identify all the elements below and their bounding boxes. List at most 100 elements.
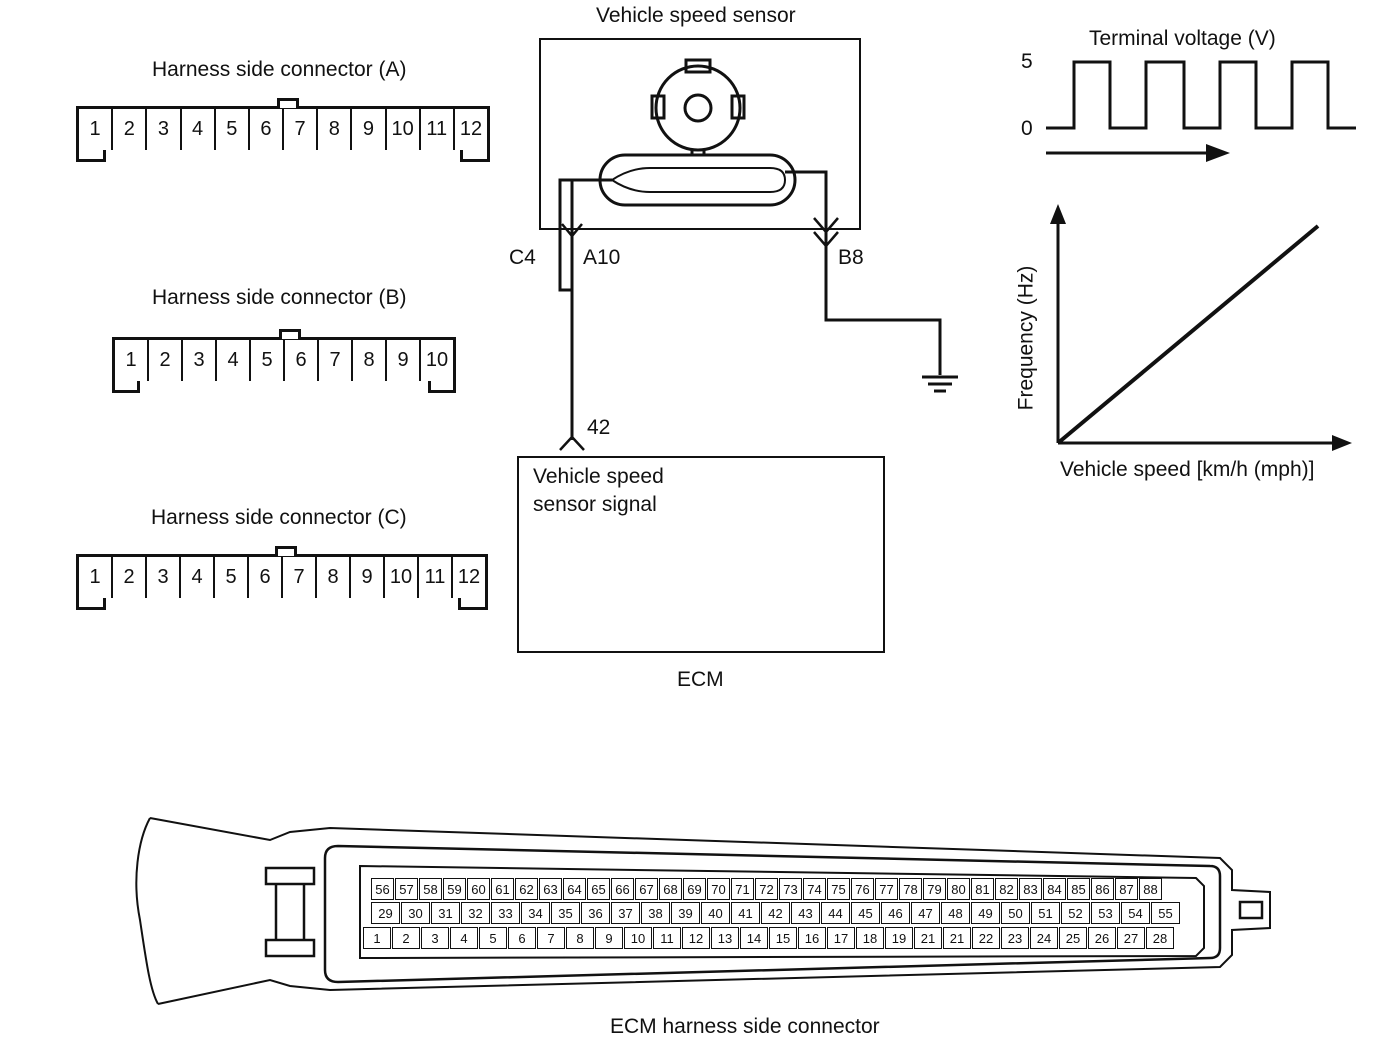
- connector-c-pin: 2: [113, 557, 147, 598]
- ecm-pin: 49: [971, 902, 1000, 924]
- connector-a-pin: 4: [182, 109, 216, 150]
- connector-a-latch: [277, 98, 299, 108]
- ecm-pin: 86: [1091, 878, 1114, 900]
- sensor-title: Vehicle speed sensor: [596, 4, 796, 27]
- sensor-coil-inner: [611, 167, 787, 193]
- ecm-pin: 19: [885, 927, 913, 949]
- waveform-title: Terminal voltage (V): [1089, 27, 1276, 50]
- ecm-pin: 27: [1117, 927, 1145, 949]
- ecm-pin: 74: [803, 878, 826, 900]
- ecm-pin: 37: [611, 902, 640, 924]
- ecm-pin: 33: [491, 902, 520, 924]
- connector-c-title: Harness side connector (C): [151, 506, 407, 529]
- connector-a-pin: 2: [113, 109, 148, 150]
- ecm-pin: 21: [943, 927, 971, 949]
- ecm-signal-line2: sensor signal: [533, 493, 657, 516]
- ecm-pin: 29: [371, 902, 400, 924]
- ecm-pin: 3: [421, 927, 449, 949]
- ecm-pin: 39: [671, 902, 700, 924]
- ecm-pin: 28: [1146, 927, 1174, 949]
- ecm-pin: 69: [683, 878, 706, 900]
- connector-a-pin: 12: [459, 118, 483, 140]
- ecm-pin: 7: [537, 927, 565, 949]
- ecm-connector-shell: [135, 817, 1271, 1005]
- waveform-y-low: 0: [1021, 117, 1033, 140]
- ecm-pin: 40: [701, 902, 730, 924]
- connector-c-latch: [275, 546, 297, 556]
- connector-a-foot-left: [76, 150, 106, 162]
- connector-b-pin: 6: [285, 340, 319, 381]
- connector-c-pin: 11: [419, 557, 453, 598]
- ecm-pin: 78: [899, 878, 922, 900]
- ecm-pin: 68: [659, 878, 682, 900]
- terminal-marks: [559, 217, 839, 451]
- ecm-pin: 18: [856, 927, 884, 949]
- connector-b-pin: 3: [183, 340, 217, 381]
- connector-c-pin: 10: [385, 557, 419, 598]
- connector-a-foot-right: [460, 150, 490, 162]
- ecm-pin: 79: [923, 878, 946, 900]
- ecm-pin: 60: [467, 878, 490, 900]
- ecm-pin: 87: [1115, 878, 1138, 900]
- ecm-pin: 58: [419, 878, 442, 900]
- sensor-coil: [598, 153, 797, 207]
- ecm-pin: 83: [1019, 878, 1042, 900]
- connector-a-pin: 7: [284, 109, 319, 150]
- ecm-pin: 41: [731, 902, 760, 924]
- ecm-pin: 2: [392, 927, 420, 949]
- ecm-pin: 75: [827, 878, 850, 900]
- ecm-pin: 84: [1043, 878, 1066, 900]
- freq-chart-line: [1056, 224, 1320, 445]
- ground-wire: [785, 170, 958, 393]
- ecm-pin: 76: [851, 878, 874, 900]
- ecm-pin: 51: [1031, 902, 1060, 924]
- ecm-pin: 44: [821, 902, 850, 924]
- ecm-pin: 14: [740, 927, 768, 949]
- ecm-pin: 43: [791, 902, 820, 924]
- ecm-pin: 36: [581, 902, 610, 924]
- ecm-pin: 54: [1121, 902, 1150, 924]
- ecm-pin: 50: [1001, 902, 1030, 924]
- ecm-pin: 62: [515, 878, 538, 900]
- ecm-pin: 67: [635, 878, 658, 900]
- ecm-pin: 77: [875, 878, 898, 900]
- ecm-pin: 59: [443, 878, 466, 900]
- connector-a-pin: 3: [147, 109, 182, 150]
- ecm-pin: 38: [641, 902, 670, 924]
- freq-chart-axes: [1050, 204, 1352, 451]
- ecm-pin: 48: [941, 902, 970, 924]
- connector-c-pin: 12: [457, 566, 481, 588]
- connector-c-pin: 6: [249, 557, 283, 598]
- ecm-pin: 1: [363, 927, 391, 949]
- ecm-pin: 5: [479, 927, 507, 949]
- ecm-pin: 55: [1151, 902, 1180, 924]
- connector-c-pin: 1: [79, 557, 113, 598]
- ecm-pin: 65: [587, 878, 610, 900]
- connector-b-pin: 7: [319, 340, 353, 381]
- ecm-pin: 32: [461, 902, 490, 924]
- signal-wire: [558, 178, 612, 440]
- ecm-pin: 25: [1059, 927, 1087, 949]
- ecm-pin: 42: [761, 902, 790, 924]
- freq-chart-xlabel: Vehicle speed [km/h (mph)]: [1060, 458, 1315, 481]
- connector-c-pin: 3: [147, 557, 181, 598]
- connector-b-title: Harness side connector (B): [152, 286, 407, 309]
- terminal-b8-label: B8: [838, 246, 864, 269]
- ecm-pin: 6: [508, 927, 536, 949]
- ecm-pin: 4: [450, 927, 478, 949]
- ecm-pin: 26: [1088, 927, 1116, 949]
- freq-chart-ylabel: Frequency (Hz): [1014, 265, 1038, 411]
- connector-a-pin: 10: [387, 109, 421, 150]
- ecm-pin: 12: [682, 927, 710, 949]
- ecm-pin: 56: [371, 878, 394, 900]
- ecm-pin: 16: [798, 927, 826, 949]
- ecm-pin: 53: [1091, 902, 1120, 924]
- ecm-pin: 24: [1030, 927, 1058, 949]
- connector-a-pin: 9: [352, 109, 387, 150]
